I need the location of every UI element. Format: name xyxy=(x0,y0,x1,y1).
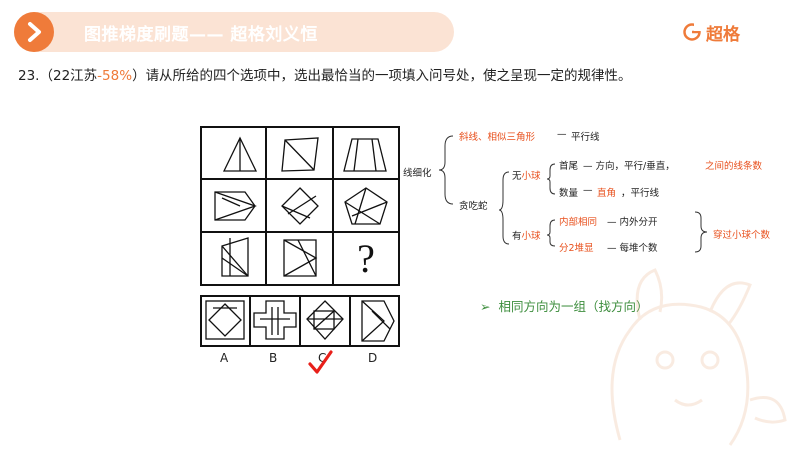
option-label-c[interactable]: C xyxy=(318,351,327,365)
nav-button[interactable] xyxy=(14,12,54,52)
answer-checkmark-icon xyxy=(308,350,333,374)
mascot-watermark-icon xyxy=(610,268,787,446)
note-b1: 斜线、相似三角形 xyxy=(459,132,536,143)
option-label-b[interactable]: B xyxy=(269,351,278,365)
answer-options xyxy=(200,295,400,347)
note-count-hl: 直角 xyxy=(597,188,617,199)
option-a-figure[interactable] xyxy=(205,300,245,340)
bullet-arrow-icon: ➢ xyxy=(480,299,491,314)
note-split-two: 分2堆显 xyxy=(559,243,594,254)
figure-3-1 xyxy=(221,237,249,277)
figure-2-2 xyxy=(281,187,319,225)
option-c-figure[interactable] xyxy=(306,300,344,340)
note-inner-rule: — 内外分开 xyxy=(607,217,658,228)
puzzle-grid: ? xyxy=(200,126,400,286)
question-number: 23. xyxy=(18,68,40,84)
note-count-rest: ，平行线 xyxy=(621,188,660,199)
note-head-tail: 首尾 xyxy=(559,161,579,172)
title-banner xyxy=(14,12,454,52)
note-root: 线细化 xyxy=(403,168,432,179)
question-accuracy: -58% xyxy=(97,68,133,84)
note-b1-dash: — xyxy=(557,129,567,140)
figure-1-3 xyxy=(343,138,387,172)
question-mark: ? xyxy=(357,236,375,281)
figure-2-1 xyxy=(214,191,257,221)
question-source-end: ） xyxy=(132,68,146,84)
note-head-tail-rule: — 方向，平行/垂直， xyxy=(583,161,675,172)
figure-1-1 xyxy=(222,136,258,172)
option-b-figure[interactable] xyxy=(253,300,297,340)
question-body: 请从所给的四个选项中，选出最恰当的一项填入问号处，使之呈现一定的规律性。 xyxy=(145,68,632,84)
hint-bullet: ➢ 相同方向为一组（找方向） xyxy=(480,296,649,315)
note-has-ball: 有小球 xyxy=(512,231,541,242)
header-bar: 图推梯度刷题—— 超格刘义恒 超格 xyxy=(0,0,800,52)
note-head-tail-hl: 之间的线条数 xyxy=(705,161,763,172)
option-d-figure[interactable] xyxy=(361,300,395,342)
note-count: 数量 xyxy=(559,188,579,199)
mindmap-brackets xyxy=(438,135,708,253)
figure-3-2 xyxy=(283,239,318,277)
brand-name: 超格 xyxy=(706,25,740,45)
note-split-rule: — 每堆个数 xyxy=(607,243,658,254)
brand-g-icon xyxy=(683,23,702,41)
question-text: 23.（22江苏-58%）请从所给的四个选项中，选出最恰当的一项填入问号处，使之… xyxy=(18,64,632,84)
note-inner-same: 内部相同 xyxy=(559,217,598,228)
figure-2-3 xyxy=(344,187,388,225)
note-no-ball: 无小球 xyxy=(512,171,541,182)
brand-logo: 超格 xyxy=(670,18,780,48)
question-source: （22江苏 xyxy=(39,68,98,84)
option-label-a[interactable]: A xyxy=(220,351,229,365)
chevron-right-icon xyxy=(28,22,41,42)
figure-1-2 xyxy=(281,137,319,172)
note-count-dash: — xyxy=(583,185,593,196)
note-cross-ball: 穿过小球个数 xyxy=(713,230,771,241)
page-title: 图推梯度刷题—— 超格刘义恒 xyxy=(84,25,318,45)
option-label-d[interactable]: D xyxy=(368,351,378,365)
rule-mindmap: 线细化 斜线、相似三角形 — 平行线 贪吃蛇 无小球 首尾 — 方向，平行/垂直… xyxy=(395,122,800,262)
hint-text: 相同方向为一组（找方向） xyxy=(498,299,649,314)
note-b2: 贪吃蛇 xyxy=(459,201,488,212)
note-b1-result: 平行线 xyxy=(571,132,600,143)
